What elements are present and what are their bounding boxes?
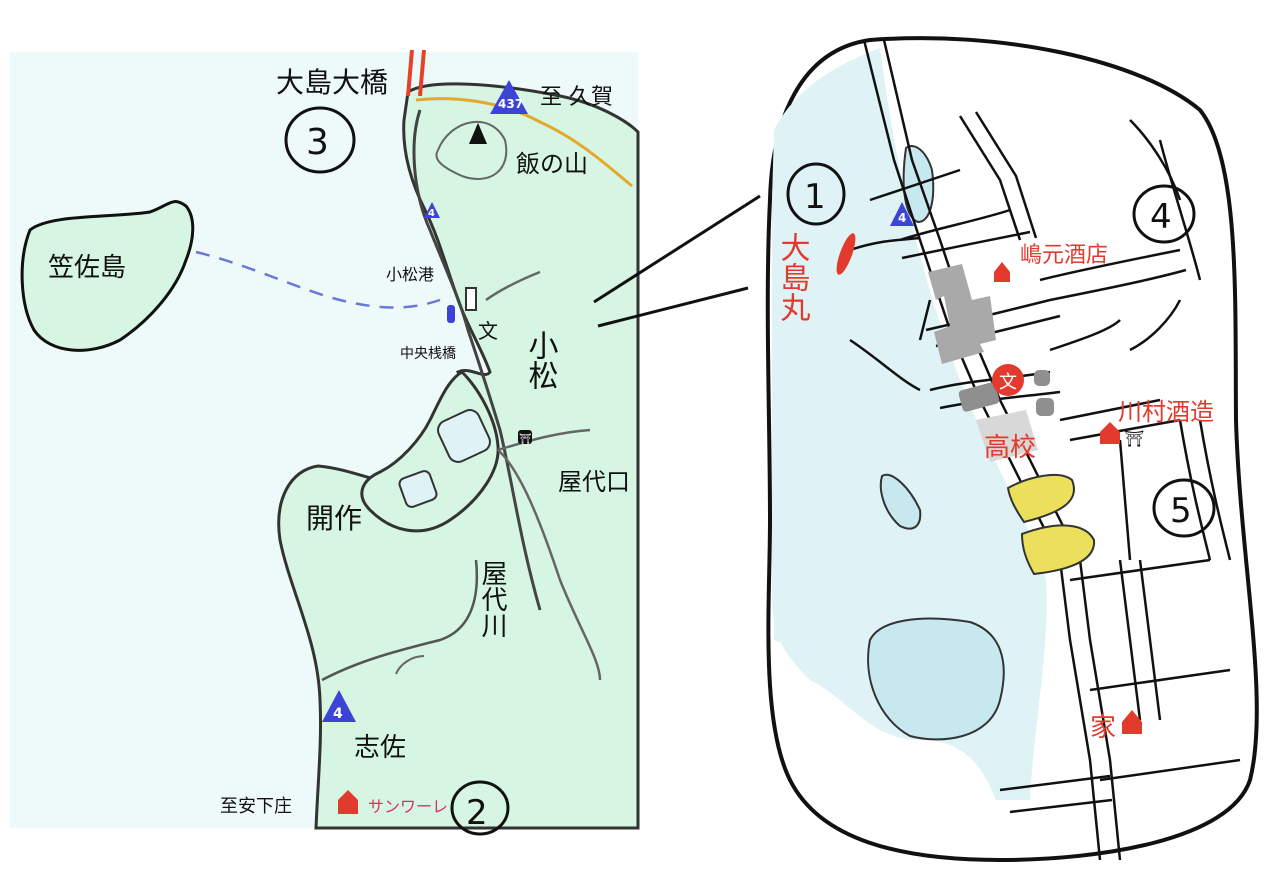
inset-area-number-1: 1 bbox=[804, 177, 826, 217]
island-shape bbox=[20, 200, 195, 352]
route-shield-icon-437 bbox=[490, 80, 528, 114]
building-gray-1 bbox=[928, 264, 996, 364]
river-yashiro-label: 屋代川 bbox=[477, 560, 507, 638]
house-icon bbox=[338, 790, 358, 814]
school-icon bbox=[992, 364, 1024, 396]
mountain-label: 飯の山 bbox=[516, 150, 588, 178]
kaisaku-road bbox=[321, 559, 479, 682]
direction-yanai-label: 至安下庄 bbox=[220, 796, 292, 817]
route-437-number: 437 bbox=[498, 97, 523, 111]
inland-road-3 bbox=[485, 270, 541, 302]
kawamura-label: 川村酒造 bbox=[1118, 398, 1214, 426]
high-school-building bbox=[976, 410, 1038, 462]
shrine-symbol: ⛩ bbox=[1124, 429, 1144, 448]
callout-line-bottom bbox=[597, 286, 749, 328]
ship-label: 大島丸 bbox=[775, 232, 811, 322]
ship-icon bbox=[836, 233, 856, 275]
callout-line-top bbox=[593, 194, 761, 304]
bridge-icon bbox=[406, 49, 426, 97]
building-gray-2 bbox=[958, 382, 1000, 412]
area-circle-3 bbox=[284, 106, 356, 174]
area-circle-2 bbox=[450, 780, 510, 836]
bridge-label: 大島大橋 bbox=[276, 66, 388, 99]
field-yellow-1 bbox=[1006, 473, 1075, 524]
inland-road-2 bbox=[497, 428, 591, 452]
port-building bbox=[465, 287, 477, 311]
coast-road bbox=[412, 109, 542, 611]
route-4-north-number: 4 bbox=[428, 208, 435, 219]
inset-circle-1 bbox=[786, 162, 846, 226]
district-shisa-label: 志佐 bbox=[354, 733, 406, 763]
home-label: 家 bbox=[1090, 713, 1116, 743]
direction-kuka-label: 至 久賀 bbox=[540, 85, 613, 110]
pier-marker bbox=[447, 305, 455, 323]
inset-water-west bbox=[774, 552, 860, 660]
inset-area-number-4: 4 bbox=[1150, 197, 1172, 237]
building-gray-3 bbox=[1036, 398, 1054, 416]
mountain-icon bbox=[468, 122, 488, 144]
high-school-label: 高校 bbox=[984, 433, 1036, 463]
shimamoto-label: 嶋元酒店 bbox=[1020, 243, 1108, 268]
kaisaku-label: 開作 bbox=[306, 502, 362, 535]
house-icon-shimamoto bbox=[994, 262, 1010, 282]
mountain-loop-road bbox=[435, 121, 508, 180]
building-gray-4 bbox=[1034, 370, 1050, 386]
bridge-chuo-label: 中央桟橋 bbox=[400, 346, 456, 362]
ferry-route bbox=[195, 250, 441, 309]
island-label: 笠佐島 bbox=[48, 253, 126, 283]
area-number-3: 3 bbox=[306, 122, 329, 163]
kaisaku-road-2 bbox=[395, 655, 425, 675]
pond-2 bbox=[398, 470, 438, 508]
house-icon-home bbox=[1122, 710, 1142, 734]
inset-area-number-5: 5 bbox=[1170, 491, 1192, 531]
school-symbol-label: 文 bbox=[478, 319, 498, 343]
port-komatsu-label: 小松港 bbox=[386, 265, 434, 284]
inset-pond-south bbox=[867, 617, 1005, 741]
shrine-mark-label: ⛩ bbox=[519, 433, 532, 445]
house-icon-kawamura bbox=[1100, 422, 1120, 444]
route-4-south-number: 4 bbox=[333, 706, 343, 722]
route-437-road bbox=[415, 97, 633, 188]
route-shield-icon-4-south bbox=[322, 690, 356, 722]
inset-circle-4 bbox=[1132, 184, 1196, 244]
inset-route-4-number: 4 bbox=[898, 211, 906, 225]
pond-1 bbox=[437, 409, 491, 463]
inset-pond-small bbox=[879, 473, 922, 530]
inland-road-1 bbox=[497, 449, 602, 681]
district-komatsu-label: 小松 bbox=[523, 330, 559, 390]
field-yellow-2 bbox=[1020, 524, 1096, 576]
yashiro-guchi-label: 屋代口 bbox=[558, 468, 630, 496]
inset-circle-5 bbox=[1152, 478, 1216, 538]
sun-warl-label: サンワーレ bbox=[368, 797, 448, 816]
inset-school-symbol: 文 bbox=[999, 372, 1017, 393]
area-number-2: 2 bbox=[466, 793, 488, 833]
route-shield-icon-inset bbox=[890, 202, 914, 226]
route-shield-icon-4-north bbox=[424, 202, 440, 218]
shrine-marker bbox=[518, 430, 532, 444]
left-map bbox=[10, 49, 640, 836]
inset-map bbox=[765, 36, 1259, 863]
